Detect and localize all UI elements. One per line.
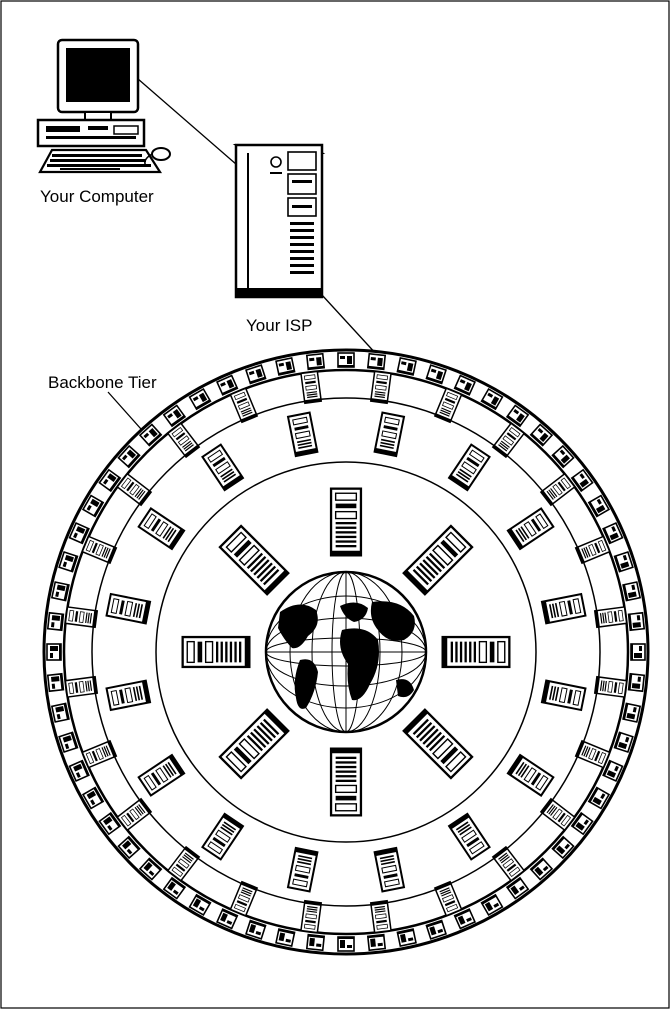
- rim-server-icon: [627, 612, 645, 631]
- rim-server-icon: [622, 702, 641, 723]
- rim-server-icon: [627, 673, 645, 692]
- inner-server-icon: [441, 635, 511, 669]
- inner-server-icon: [181, 635, 251, 669]
- rim-server-icon: [306, 353, 325, 371]
- outer-server-icon: [300, 370, 322, 404]
- rim-server-icon: [46, 643, 62, 661]
- rim-server-icon: [367, 933, 386, 951]
- rim-server-icon: [51, 581, 70, 602]
- computer-label: Your Computer: [40, 187, 154, 206]
- outer-server-icon: [370, 370, 392, 404]
- rim-server-icon: [367, 353, 386, 371]
- rim-server-icon: [622, 581, 641, 602]
- rim-server-icon: [275, 357, 296, 376]
- outer-server-icon: [300, 900, 322, 934]
- outer-server-icon: [370, 900, 392, 934]
- outer-server-icon: [594, 676, 628, 698]
- backbone-tier-label: Backbone Tier: [48, 373, 157, 392]
- isp-to-backbone-line: [321, 294, 379, 357]
- computer-icon: [36, 38, 171, 174]
- computer-to-isp-line: [129, 71, 253, 179]
- rim-server-icon: [396, 928, 417, 947]
- isp-label: Your ISP: [246, 316, 312, 335]
- outer-server-icon: [64, 606, 98, 628]
- rim-server-icon: [275, 928, 296, 947]
- isp-server-icon: [232, 143, 326, 299]
- rim-server-icon: [630, 643, 646, 661]
- rim-server-icon: [396, 357, 417, 376]
- rim-server-icon: [337, 352, 355, 368]
- inner-server-icon: [329, 487, 363, 557]
- inner-server-icon: [329, 747, 363, 817]
- rim-server-icon: [47, 673, 65, 692]
- outer-server-icon: [64, 676, 98, 698]
- rim-server-icon: [47, 612, 65, 631]
- globe-icon: [264, 570, 428, 734]
- outer-server-icon: [594, 606, 628, 628]
- rim-server-icon: [51, 702, 70, 723]
- rim-server-icon: [306, 933, 325, 951]
- rim-server-icon: [337, 936, 355, 952]
